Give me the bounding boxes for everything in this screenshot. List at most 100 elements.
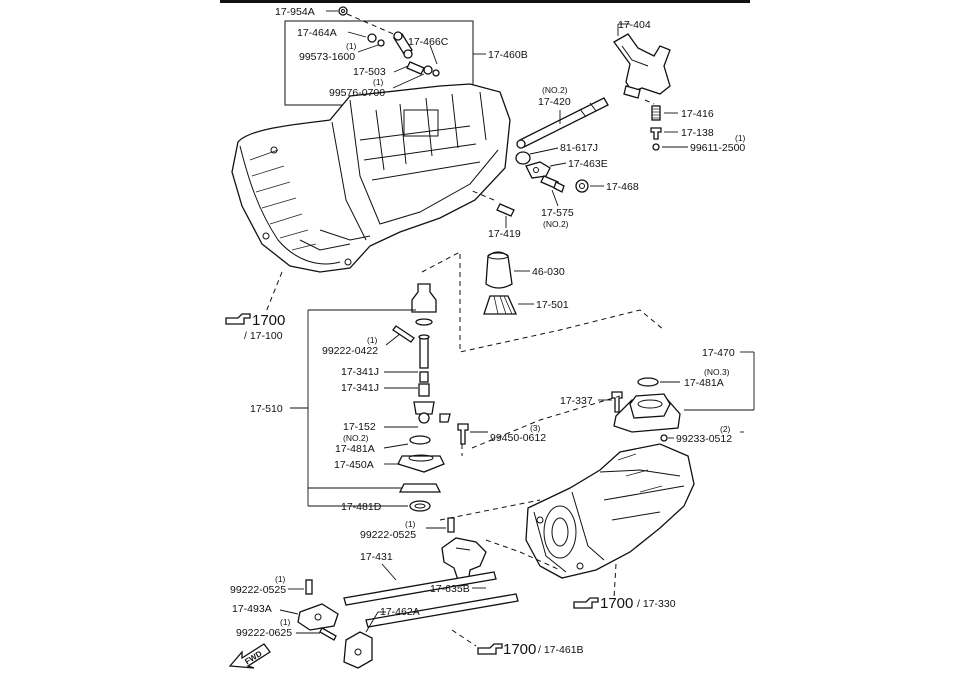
label-17-450A: 17-450A (334, 459, 374, 471)
label-99222-0625: 99222-0625 (236, 627, 292, 639)
shift-fork-17-404 (613, 33, 671, 99)
label-17-481A: 17-481A (335, 443, 375, 455)
label-99222-0422: 99222-0422 (322, 345, 378, 357)
transmission-case-upper (231, 83, 511, 273)
label-17-460B: 17-460B (488, 49, 528, 61)
label-99573-1600: 99573-1600 (299, 51, 355, 63)
pin-99222-0422 (392, 325, 415, 343)
label-17-503: 17-503 (353, 66, 386, 78)
hand-pointer-icon (573, 597, 599, 609)
label-99233-qty: (2) (720, 424, 731, 434)
hand-pointer-icon (477, 643, 503, 655)
pin-99222-0625 (319, 627, 337, 641)
label-99573-qty: (1) (346, 41, 357, 51)
clip-99576-0700 (423, 65, 433, 75)
shift-fork-17-635B (441, 537, 487, 587)
label-17-419: 17-419 (488, 228, 521, 240)
ref-17-461B: / 17-461B (538, 644, 584, 656)
label-17-431: 17-431 (360, 551, 393, 563)
nut-17-468 (575, 179, 589, 193)
spring-17-503 (406, 61, 425, 75)
label-17-470: 17-470 (702, 347, 735, 359)
label-99450-qty: (3) (530, 423, 541, 433)
washer-17-464A (367, 33, 377, 43)
block-17-493A (297, 603, 339, 631)
label-17-481D: 17-481D (341, 501, 382, 513)
label-17-138: 17-138 (681, 127, 714, 139)
left-margin (0, 0, 222, 679)
label-17-341J-a: 17-341J (341, 366, 379, 378)
label-99576-qty: (1) (373, 77, 384, 87)
ref-17-330: / 17-330 (637, 598, 676, 610)
clip-99573-1600 (377, 39, 385, 47)
label-99222-0525-a: 99222-0525 (360, 529, 416, 541)
ref-1700-a: 1700 (252, 312, 285, 329)
nut-17-954A (338, 6, 348, 16)
shift-rod-17-461B (365, 593, 519, 628)
pin-99222-0525-upper (447, 517, 455, 533)
label-17-635B: 17-635B (430, 583, 470, 595)
label-17-404: 17-404 (618, 19, 651, 31)
pin-99222-0525-lower (305, 579, 313, 595)
shift-lever-assembly-17-510 (411, 283, 451, 424)
shift-knob-46-030 (485, 251, 513, 289)
ref-1700-b: 1700 (600, 595, 633, 612)
ref-17-100: / 17-100 (244, 330, 283, 342)
label-17-510: 17-510 (250, 403, 283, 415)
label-17-337: 17-337 (560, 395, 593, 407)
label-17-501: 17-501 (536, 299, 569, 311)
block-17-462A (343, 631, 373, 669)
shift-rod-17-431 (343, 571, 497, 606)
seat-17-450A (397, 455, 445, 473)
label-17-493A: 17-493A (232, 603, 272, 615)
label-17-575: 17-575 (541, 207, 574, 219)
boot-17-501 (483, 295, 518, 315)
label-17-463E: 17-463E (568, 158, 608, 170)
label-17-420-no: (NO.2) (542, 85, 568, 95)
label-17-341J-b: 17-341J (341, 382, 379, 394)
label-17-464A: 17-464A (297, 27, 337, 39)
extension-housing-17-330 (525, 443, 695, 579)
label-17-152: 17-152 (343, 421, 376, 433)
label-17-468: 17-468 (606, 181, 639, 193)
label-99222-0525a-qty: (1) (405, 519, 416, 529)
label-81-617J: 81-617J (560, 142, 598, 154)
bushing-17-481D (409, 500, 431, 512)
label-99611-2500: 99611-2500 (690, 142, 745, 154)
ring-81-617J (515, 151, 531, 165)
top-border (220, 0, 750, 3)
shift-rod-17-420 (516, 97, 609, 149)
ref-1700-c: 1700 (503, 641, 536, 658)
label-17-481A-no3: (NO.3) (704, 367, 730, 377)
label-17-954A: 17-954A (275, 6, 315, 18)
washer-99233-0512 (660, 434, 668, 442)
label-99222-0422-qty: (1) (367, 335, 378, 345)
bolt-17-337 (611, 391, 623, 413)
label-17-420: 17-420 (538, 96, 571, 108)
labels: 17-954A 17-464A (1) 99573-1600 17-466C 1… (230, 6, 746, 658)
label-17-462A: 17-462A (380, 606, 420, 618)
label-17-575-no: (NO.2) (543, 219, 569, 229)
label-99222-0625-qty: (1) (280, 617, 291, 627)
label-17-481A-2: 17-481A (684, 377, 724, 389)
pin-17-138 (650, 127, 662, 140)
label-99222-0525b-qty: (1) (275, 574, 286, 584)
label-99222-0525-b: 99222-0525 (230, 584, 286, 596)
label-99450-0612: 99450-0612 (490, 432, 546, 444)
label-17-466C: 17-466C (408, 36, 449, 48)
label-17-416: 17-416 (681, 108, 714, 120)
bolt-17-419 (496, 203, 515, 217)
spring-17-416 (651, 105, 661, 121)
hand-pointer-icon (225, 313, 251, 325)
bolt-99450-0612 (457, 423, 469, 445)
ring-99611-2500 (652, 143, 660, 151)
cover-17-470 (613, 377, 681, 433)
label-99611-qty: (1) (735, 133, 746, 143)
bushing-17-481A-no2 (409, 435, 431, 445)
right-margin (745, 0, 960, 679)
label-99576-0700: 99576-0700 (329, 87, 385, 99)
fwd-arrow-icon: FWD (228, 643, 271, 669)
label-99233-0512: 99233-0512 (676, 433, 732, 445)
